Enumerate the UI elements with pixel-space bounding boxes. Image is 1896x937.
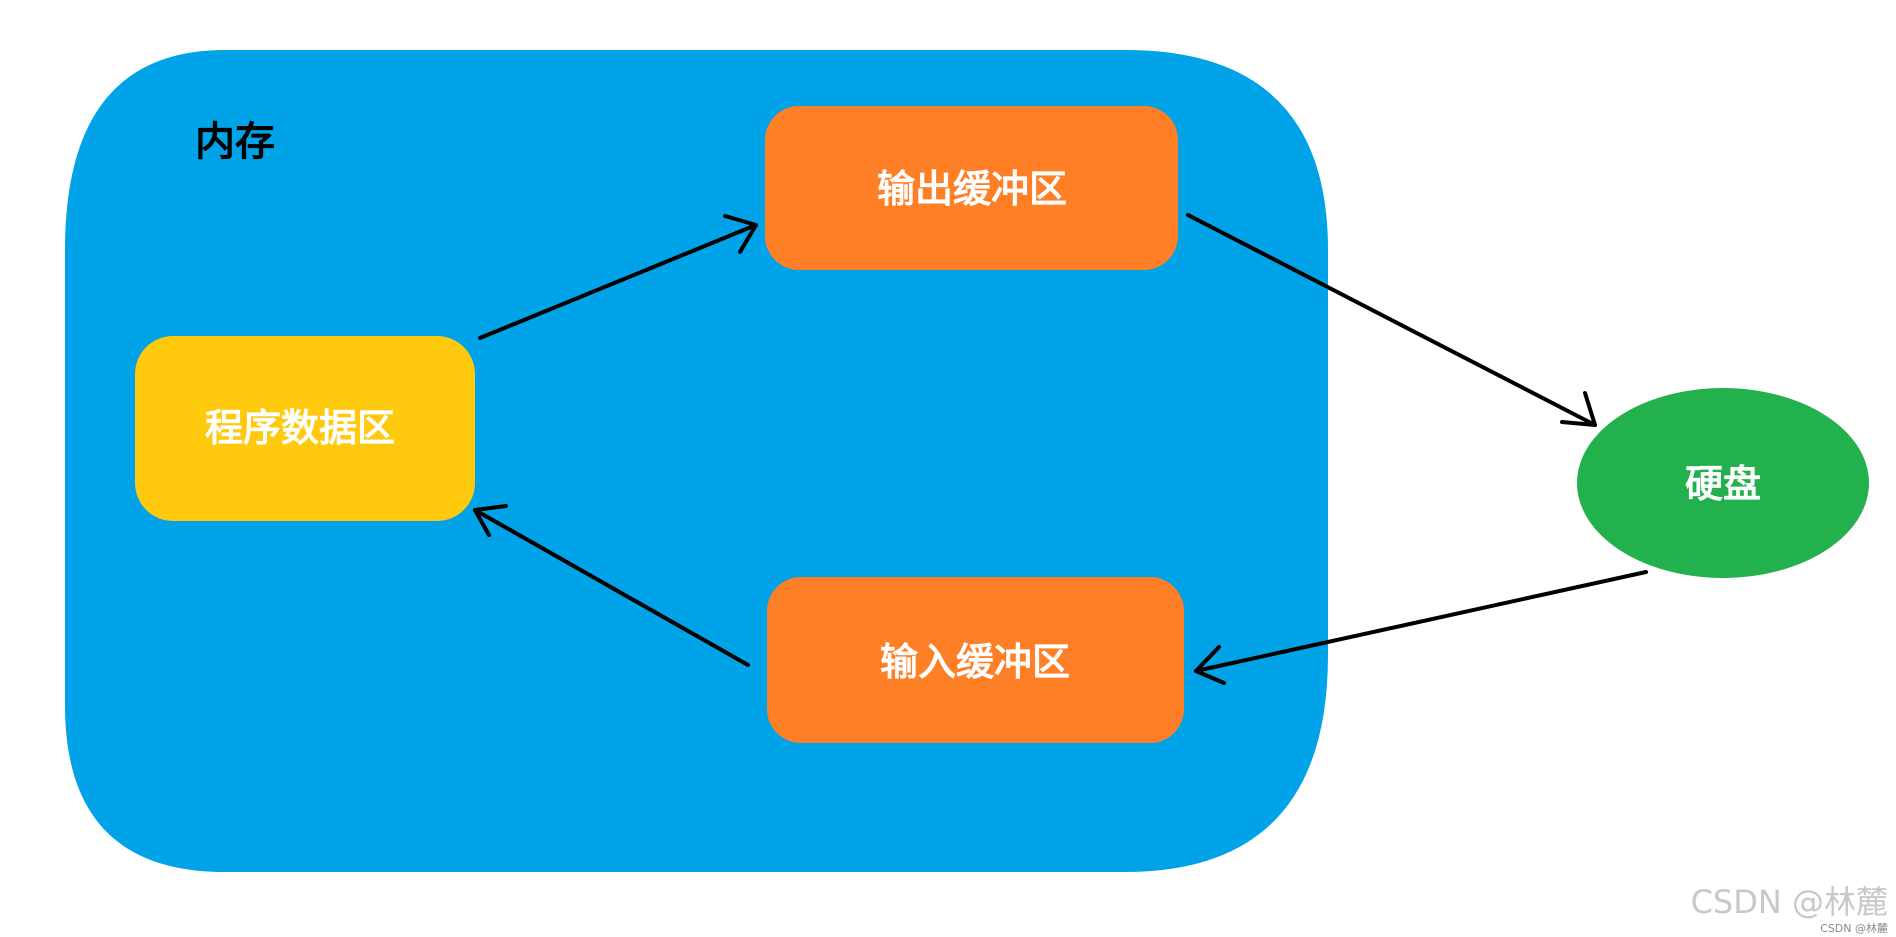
arrow-disk-to-input	[1194, 570, 1648, 685]
input-buffer-box	[767, 577, 1184, 743]
disk-label: 硬盘	[1685, 462, 1761, 506]
arrow-head-icon	[1194, 645, 1226, 685]
arrow-icon	[478, 223, 758, 340]
program-data-label: 程序数据区	[205, 406, 395, 450]
arrow-head-icon	[723, 214, 758, 254]
output-buffer-label: 输出缓冲区	[877, 167, 1067, 211]
arrow-program-to-output	[478, 214, 758, 340]
program-data-node: 程序数据区	[135, 336, 475, 521]
arrow-output-to-disk	[1186, 213, 1597, 427]
watermark: CSDN @林麓 CSDN @林麓	[1691, 883, 1888, 935]
arrow-head-icon	[473, 504, 508, 537]
arrow-icon	[473, 508, 750, 667]
input-buffer-label: 输入缓冲区	[880, 640, 1070, 684]
input-buffer-node: 输入缓冲区	[767, 577, 1184, 743]
watermark-text: CSDN @林麓	[1691, 883, 1888, 921]
output-buffer-node: 输出缓冲区	[765, 106, 1178, 270]
arrow-head-icon	[1560, 391, 1597, 427]
arrow-input-to-program	[473, 504, 750, 667]
arrow-icon	[1194, 570, 1648, 673]
disk-ellipse	[1577, 388, 1869, 578]
watermark-small-text: CSDN @林麓	[1820, 921, 1888, 935]
arrow-icon	[1186, 213, 1597, 427]
memory-label: 内存	[195, 119, 275, 165]
program-data-box	[135, 336, 475, 521]
output-buffer-box	[765, 106, 1178, 270]
disk-node: 硬盘	[1577, 388, 1869, 578]
